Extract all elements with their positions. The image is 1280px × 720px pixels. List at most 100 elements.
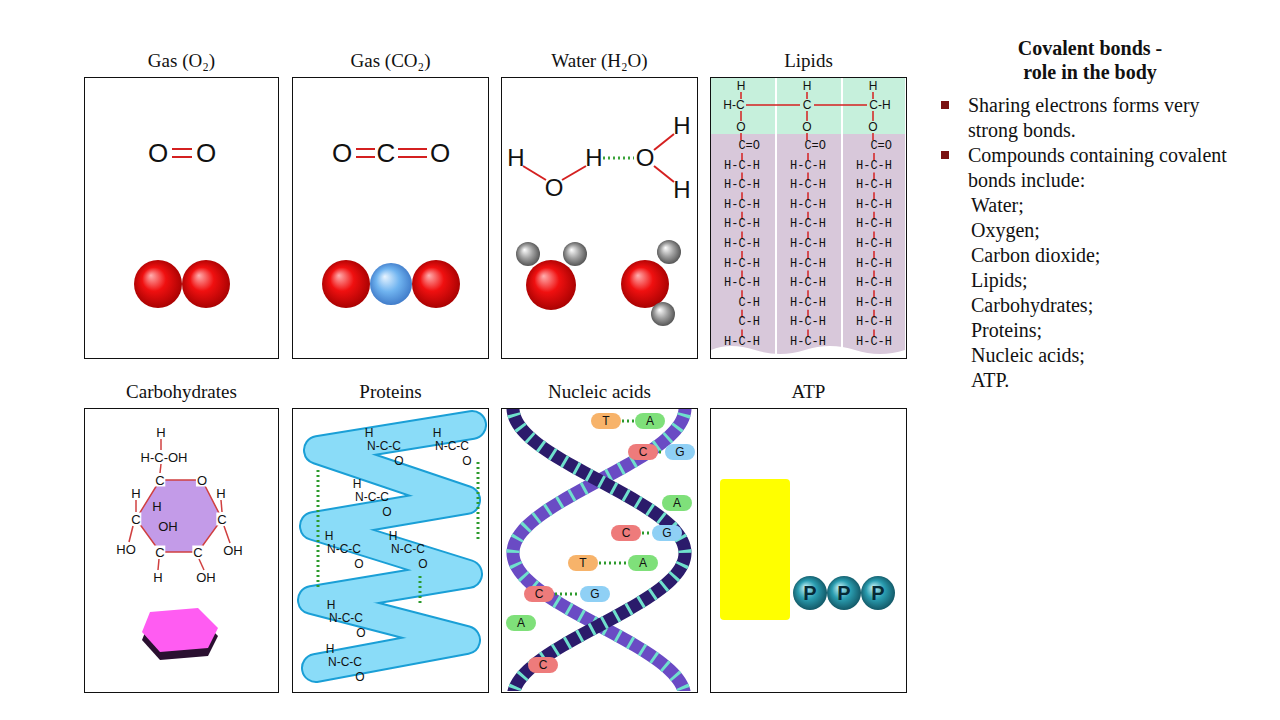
lipid-ground (814, 104, 867, 106)
list-item: Oxygen; (971, 218, 1250, 243)
panel-heading: Nucleic acids (490, 381, 709, 403)
atom-symbol: C (377, 140, 396, 166)
panel-box: Water (H₂O) (501, 77, 698, 359)
peptide-atom: O (418, 558, 427, 570)
carbon-dioxide-molecule (356, 156, 375, 158)
panel-heading: Gas (CO₂) (281, 50, 500, 72)
bullet-text: Sharing electrons forms very strong bond… (968, 93, 1250, 143)
atom-symbol: O (148, 140, 168, 166)
base-pill (599, 562, 627, 565)
carbon-dioxide-molecule (356, 148, 375, 150)
glucose-ring (199, 559, 204, 570)
base-pill (635, 413, 665, 429)
panel-heading: Proteins (281, 381, 500, 403)
glycerol-atom: O (736, 121, 745, 133)
slide-title: Covalent bonds - role in the body (1007, 36, 1173, 84)
base-pill (524, 586, 554, 602)
base-pill (652, 525, 682, 541)
list-row: Lipids; (968, 268, 1250, 293)
peptide-atom: H (433, 427, 442, 439)
dna-helix (506, 409, 695, 691)
base-letter: G (675, 446, 684, 458)
glycerol-atom: H (737, 80, 746, 92)
panel-box: Nucleic acids (501, 408, 698, 693)
bullet-marker (941, 101, 949, 109)
base-pill (555, 593, 579, 596)
peptide-atom: N-C-C (327, 543, 361, 555)
glycerol-atom: H (803, 80, 812, 92)
lipid-ground (872, 133, 874, 140)
water-molecules (562, 166, 586, 180)
water-molecules (654, 166, 674, 182)
atom-symbol: O (636, 146, 655, 170)
peptide-atom: O (356, 627, 365, 639)
fatty-acid-chain: C=O H-C-H H-C-H H-C-H H-C-H H-C-H H-C-H … (854, 137, 892, 353)
base-pill (662, 495, 692, 511)
peptide-atom: N-C-C (391, 543, 425, 555)
water-molecules (523, 166, 546, 180)
lipid-ground (711, 78, 905, 134)
list-row: Carbohydrates; (968, 293, 1250, 318)
base-letter: C (622, 527, 631, 539)
base-letter: T (602, 415, 609, 427)
sugar-atom: C (130, 513, 141, 526)
phosphate-label: P (837, 583, 850, 603)
base-letter: T (579, 557, 586, 569)
base-pill (568, 555, 598, 571)
glucose-ring (224, 526, 230, 543)
peptide-atom: O (394, 455, 403, 467)
atom-symbol: H (507, 146, 524, 170)
list-row: Oxygen; (968, 218, 1250, 243)
lipid-ground (872, 111, 874, 121)
list-row: Carbon dioxide; (968, 243, 1250, 268)
glucose-ring (142, 608, 218, 652)
sugar-atom: HO (116, 543, 136, 556)
protein-helix (312, 425, 478, 668)
phosphate-label: P (871, 583, 884, 603)
atp-molecule (793, 576, 827, 610)
protein-helix (312, 425, 472, 668)
sugar-atom: C (216, 513, 227, 526)
peptide-atom: N-C-C (328, 656, 362, 668)
panel-heading: ATP (699, 381, 918, 403)
lipid-ground (711, 78, 905, 354)
base-letter: C (639, 446, 648, 458)
oxygen-molecule (172, 148, 192, 150)
base-pill (628, 444, 658, 460)
carbon-dioxide-molecule (412, 260, 460, 308)
bullet-row: Compounds containing covalent bonds incl… (968, 143, 1250, 193)
list-item: Water; (971, 193, 1250, 218)
water-molecules (651, 302, 675, 326)
base-pill (659, 451, 664, 454)
peptide-atom: O (382, 506, 391, 518)
water-molecules (621, 260, 669, 308)
list-item: Carbon dioxide; (971, 243, 1250, 268)
base-pill (528, 657, 558, 673)
list-item: ATP. (971, 368, 1250, 393)
base-letter: A (646, 415, 654, 427)
base-pill (665, 444, 695, 460)
list-row: Water; (968, 193, 1250, 218)
panel-box: Gas (O₂) (84, 77, 279, 359)
base-letter: A (517, 617, 525, 629)
panel-box: ATP (710, 408, 907, 693)
carbon-dioxide-molecule (322, 149, 460, 308)
sugar-atom: H-C-OH (141, 451, 188, 464)
sugar-atom: OH (158, 520, 178, 533)
sugar-atom: C (154, 546, 165, 559)
peptide-atom: N-C-C (329, 612, 363, 624)
protein-helix (477, 462, 480, 540)
glucose-ring (129, 439, 230, 660)
glucose-ring (135, 500, 137, 512)
peptide-atom: O (355, 671, 364, 683)
peptide-atom: N-C-C (435, 440, 469, 452)
lipid-ground (806, 133, 808, 140)
glucose-ring (136, 480, 222, 552)
fatty-acid-chain: C=O H-C-H H-C-H H-C-H H-C-H H-C-H H-C-H … (788, 137, 826, 353)
atom-symbol: O (196, 140, 216, 166)
glucose-ring (129, 526, 133, 542)
peptide-atom: H (326, 643, 335, 655)
list-item: Lipids; (971, 268, 1250, 293)
atom-symbol: O (545, 176, 564, 200)
protein-helix (317, 470, 320, 590)
